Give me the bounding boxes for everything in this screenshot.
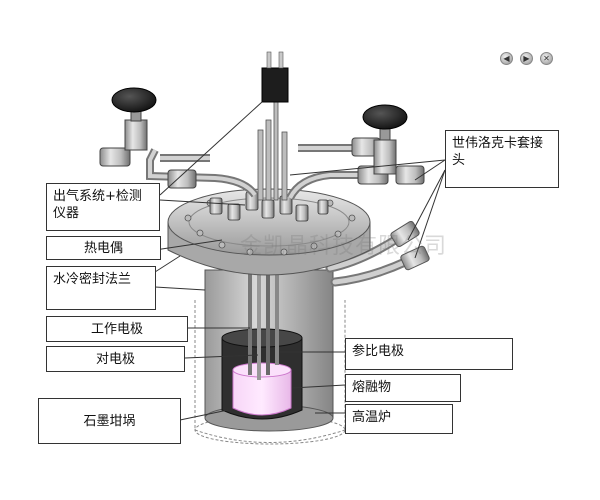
close-icon[interactable]: ✕	[540, 52, 553, 65]
prev-icon[interactable]: ◀	[500, 52, 513, 65]
vertical-tubes	[257, 99, 288, 201]
label-water-cooled-flange: 水冷密封法兰	[46, 266, 156, 310]
label-working-electrode: 工作电极	[46, 316, 188, 342]
next-icon[interactable]: ▶	[520, 52, 533, 65]
flange-fittings	[209, 191, 329, 222]
label-thermocouple: 热电偶	[46, 236, 161, 260]
left-gas-line	[99, 106, 259, 198]
right-gas-line	[286, 123, 425, 201]
electrode-rods	[248, 235, 279, 380]
label-furnace: 高温炉	[345, 404, 453, 434]
label-outlet-system: 出气系统+检测仪器	[46, 183, 160, 231]
right-valve-knob	[362, 104, 408, 130]
label-swagelok-fitting: 世伟洛克卡套接头	[445, 130, 559, 188]
label-melt: 熔融物	[345, 374, 461, 402]
thermocouple-connector	[261, 51, 289, 103]
watermark: 金凯晶科技有限公司	[240, 234, 448, 259]
label-graphite-crucible: 石墨坩埚	[38, 398, 181, 444]
label-counter-electrode: 对电极	[46, 346, 185, 372]
melt	[232, 362, 292, 416]
leader-lines	[154, 101, 446, 421]
left-valve-knob	[111, 87, 157, 113]
label-reference-electrode: 参比电极	[345, 338, 513, 370]
